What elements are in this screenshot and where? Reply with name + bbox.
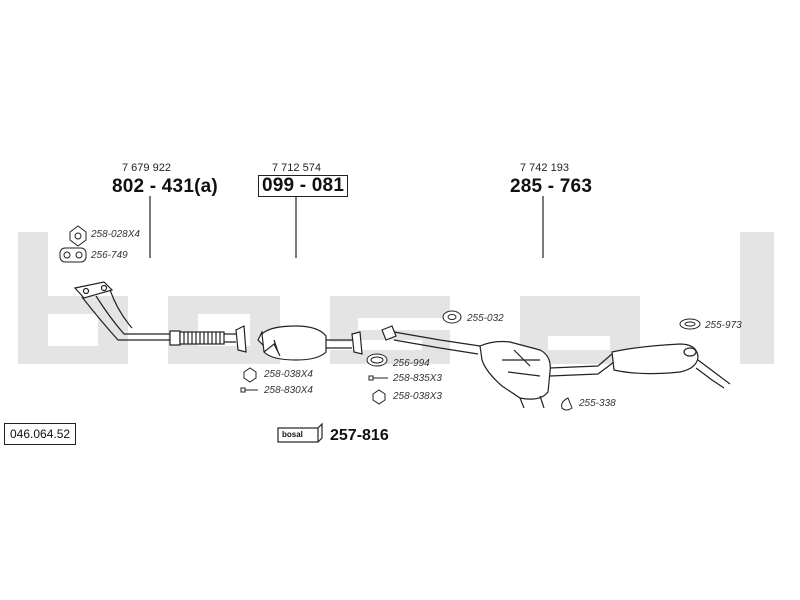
front-pipe-part — [73, 281, 247, 353]
part-number-rear-silencer: 285 - 763 — [510, 176, 593, 197]
fitting-code: 255-973 — [705, 320, 742, 331]
clamp-icon — [561, 397, 573, 411]
fitting-code: 258-028X4 — [91, 229, 140, 240]
nut-icon — [69, 225, 87, 247]
fitting-code: 258-830X4 — [264, 385, 313, 396]
part-number-catalyst: 099 - 081 — [258, 175, 349, 197]
fitting-code: 256-749 — [91, 250, 128, 261]
catalog-number: 046.064.52 — [4, 423, 77, 445]
fitting-code: 258-038X3 — [393, 391, 442, 402]
rubber-mount-icon — [679, 318, 701, 330]
middle-pipe-part — [381, 325, 481, 355]
oe-number-front-pipe: 7 679 922 — [122, 162, 171, 174]
bolt-icon — [368, 375, 388, 381]
fitting-code: 256-994 — [393, 358, 430, 369]
rear-silencer-part — [479, 340, 731, 409]
oe-number-catalyst: 7 712 574 — [272, 162, 321, 174]
catalytic-converter-part — [257, 325, 363, 361]
kit-badge-label: bosal — [282, 430, 303, 439]
oe-number-rear-silencer: 7 742 193 — [520, 162, 569, 174]
fitting-code: 258-038X4 — [264, 369, 313, 380]
fitting-code: 258-835X3 — [393, 373, 442, 384]
fitting-code: 255-338 — [579, 398, 616, 409]
nut-icon — [243, 367, 257, 383]
ring-gasket-icon — [366, 353, 388, 367]
nut-icon — [372, 389, 386, 405]
rubber-mount-icon — [442, 310, 462, 324]
mounting-kit-number: 257-816 — [330, 427, 389, 444]
fitting-code: 255-032 — [467, 313, 504, 324]
flange-gasket-icon — [59, 247, 87, 263]
part-number-front-pipe: 802 - 431(a) — [112, 176, 218, 197]
bolt-icon — [240, 387, 258, 393]
